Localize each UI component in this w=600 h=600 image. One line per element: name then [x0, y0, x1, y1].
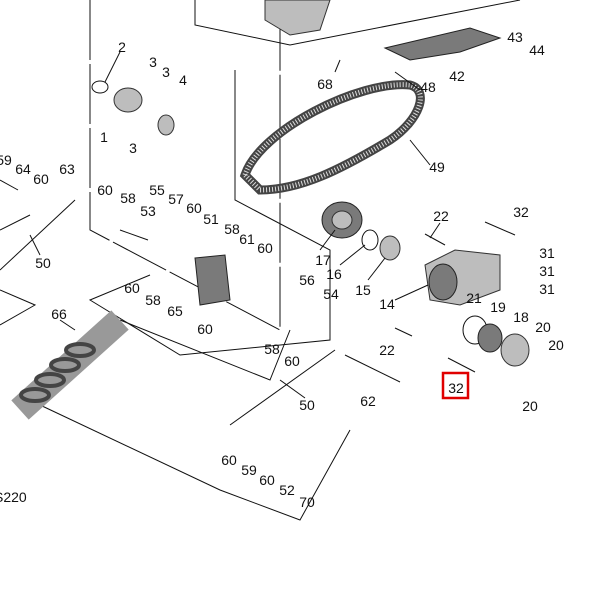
part-label: 59	[241, 462, 257, 478]
relay-arm-part	[194, 254, 231, 306]
part-label: 31	[539, 263, 555, 279]
upper-housing-part	[264, 0, 331, 36]
part-label: 58	[120, 190, 136, 206]
leader-lines	[29, 51, 441, 399]
part-label: 2	[118, 39, 126, 55]
part-label: 3	[162, 64, 170, 80]
part-label: 59	[0, 152, 12, 168]
part-label: 44	[529, 42, 545, 58]
part-label: 60	[33, 171, 49, 187]
part-label: 19	[490, 299, 506, 315]
part-label: 51	[203, 211, 219, 227]
part-label: 16	[326, 266, 342, 282]
link-arm-part	[229, 349, 336, 426]
part-label: 20	[522, 398, 538, 414]
part-label: 57	[168, 191, 184, 207]
part-label: 49	[429, 159, 445, 175]
part-label: 61	[239, 231, 255, 247]
part-label: 3	[149, 54, 157, 70]
part-label: 56	[299, 272, 315, 288]
belt-guard-part	[383, 27, 502, 61]
part-label: 60	[257, 240, 273, 256]
part-label: 58	[264, 341, 280, 357]
part-label: 52	[279, 482, 295, 498]
part-label: 60	[259, 472, 275, 488]
part-label: 66	[51, 306, 67, 322]
part-label: 54	[323, 286, 339, 302]
part-label: 22	[379, 342, 395, 358]
highlight-box	[441, 371, 470, 400]
part-label: 32	[448, 380, 464, 396]
part-label: 21	[466, 290, 482, 306]
part-label: 50	[299, 397, 315, 413]
part-label: 42	[449, 68, 465, 84]
part-label: 58	[145, 292, 161, 308]
shock-absorber-part	[11, 310, 129, 420]
assembly-outline-lines	[0, 0, 521, 521]
part-label: 60	[186, 200, 202, 216]
part-label: 15	[355, 282, 371, 298]
part-label: 3	[129, 140, 137, 156]
part-label: 20	[548, 337, 564, 353]
part-label: 4	[179, 72, 187, 88]
part-label: 70	[299, 494, 315, 510]
part-label: 64	[15, 161, 31, 177]
bearing-part	[379, 235, 401, 261]
part-label: 48	[420, 79, 436, 95]
part-label: 60	[124, 280, 140, 296]
part-label: 20	[535, 319, 551, 335]
part-label: 18	[513, 309, 529, 325]
seal-part	[361, 229, 379, 251]
o-ring-part	[91, 80, 109, 94]
part-label: 60	[221, 452, 237, 468]
part-label: 68	[317, 76, 333, 92]
part-label: 17	[315, 252, 331, 268]
part-label: 60	[197, 321, 213, 337]
part-label: 53	[140, 203, 156, 219]
bearing-part	[157, 114, 175, 136]
part-label: 58	[224, 221, 240, 237]
diagram-code: S220	[0, 489, 27, 505]
part-label: 60	[284, 353, 300, 369]
part-label: 43	[507, 29, 523, 45]
part-label: 32	[513, 204, 529, 220]
part-label: 22	[433, 208, 449, 224]
part-label: 50	[35, 255, 51, 271]
part-label: 14	[379, 296, 395, 312]
part-label: 60	[97, 182, 113, 198]
part-label: 62	[360, 393, 376, 409]
part-label: 63	[59, 161, 75, 177]
drive-belt	[239, 80, 425, 195]
part-label: 31	[539, 281, 555, 297]
pulley-part	[113, 87, 143, 113]
link-arm-part	[0, 199, 76, 271]
part-label: 65	[167, 303, 183, 319]
part-label: 31	[539, 245, 555, 261]
part-label: 1	[100, 129, 108, 145]
part-label: 55	[149, 182, 165, 198]
